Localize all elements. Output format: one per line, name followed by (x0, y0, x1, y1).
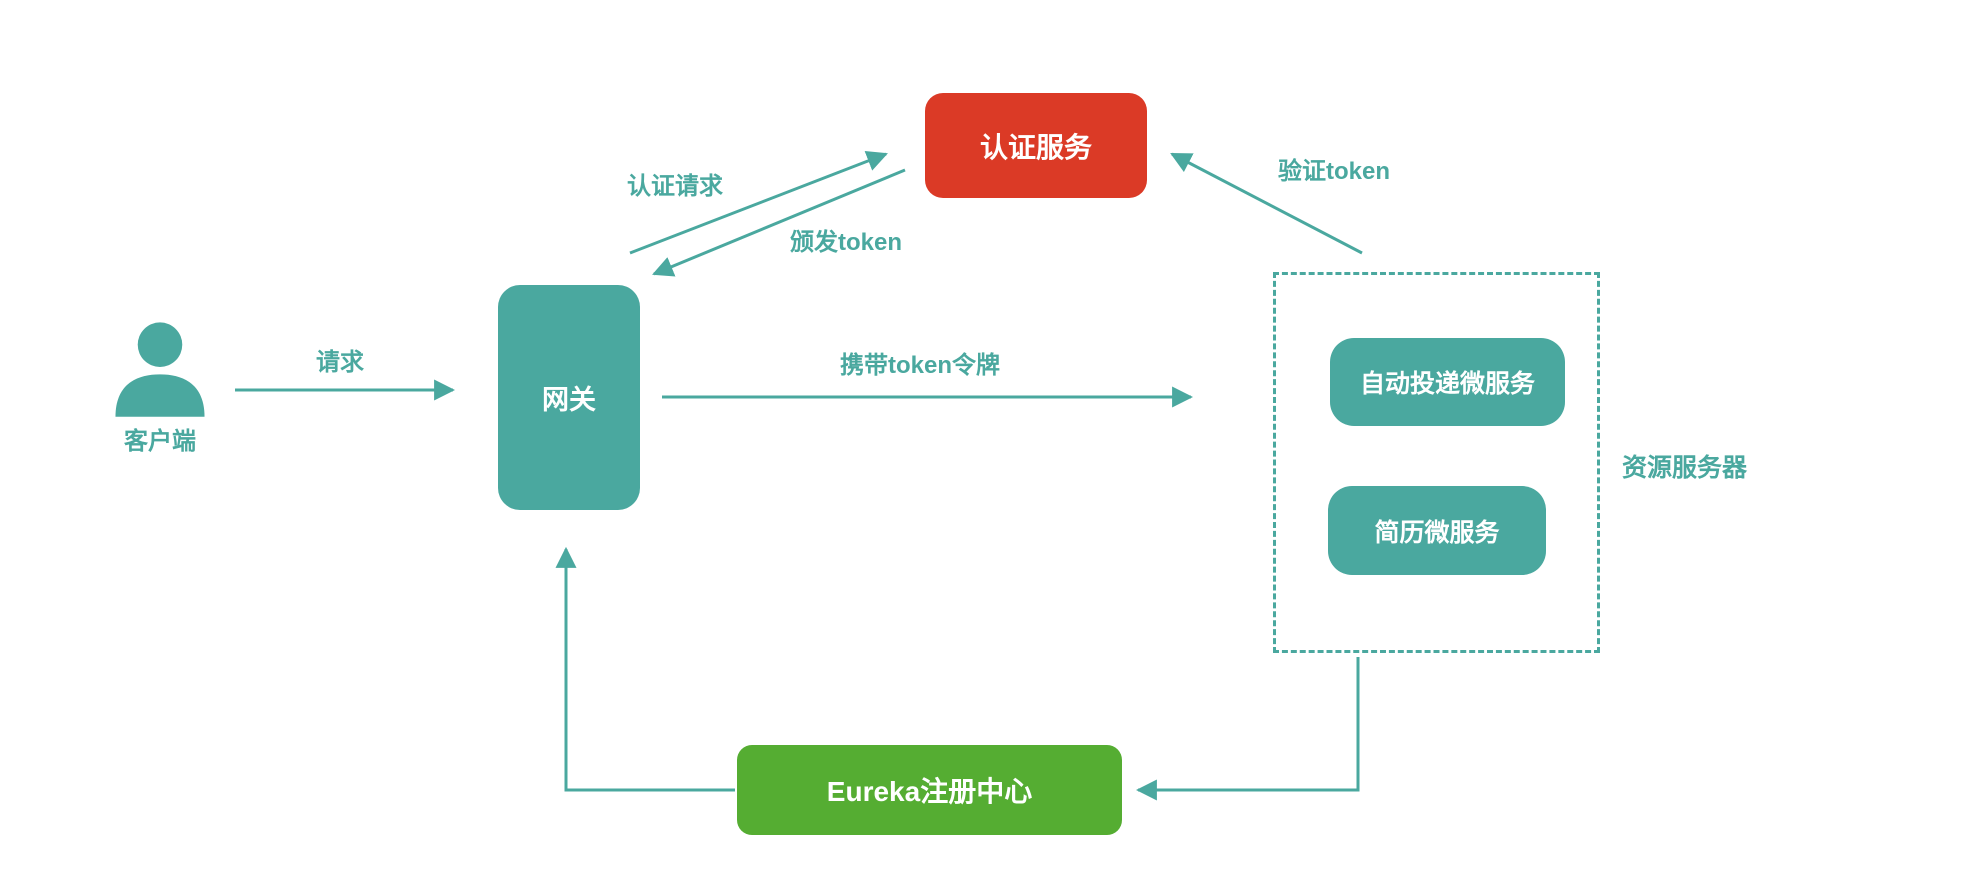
resource-server-group (1273, 272, 1600, 653)
edge-label-verify-token: 验证token (1278, 158, 1391, 185)
arrow-auth-request (629, 151, 888, 255)
resource-server-label: 资源服务器 (1622, 454, 1748, 482)
auto-delivery-service-label: 自动投递微服务 (1359, 370, 1535, 398)
user-icon (115, 322, 205, 417)
resume-service-label: 简历微服务 (1374, 518, 1500, 547)
edge-label-auth-request: 认证请求 (627, 173, 723, 200)
client-label: 客户端 (124, 428, 196, 455)
auth-service-label: 认证服务 (979, 131, 1092, 163)
arrow-issue-token (652, 168, 906, 277)
eureka-label: Eureka注册中心 (826, 776, 1033, 807)
arrow-verify-token (1170, 152, 1363, 255)
auth-service-node: 认证服务 (925, 93, 1147, 198)
edge-label-issue-token: 颁发token (790, 229, 903, 256)
arrow-resource-to-eureka (1135, 657, 1360, 801)
eureka-node: Eureka注册中心 (737, 745, 1122, 835)
resume-service-node: 简历微服务 (1328, 486, 1546, 575)
arrow-eureka-to-gateway (555, 546, 735, 792)
auto-delivery-service-node: 自动投递微服务 (1330, 338, 1565, 426)
edge-label-request: 请求 (316, 349, 364, 376)
edge-label-carry-token: 携带token令牌 (839, 352, 1000, 379)
gateway-label: 网关 (542, 385, 596, 415)
client-node: 客户端 (100, 318, 220, 456)
gateway-node: 网关 (498, 285, 640, 510)
